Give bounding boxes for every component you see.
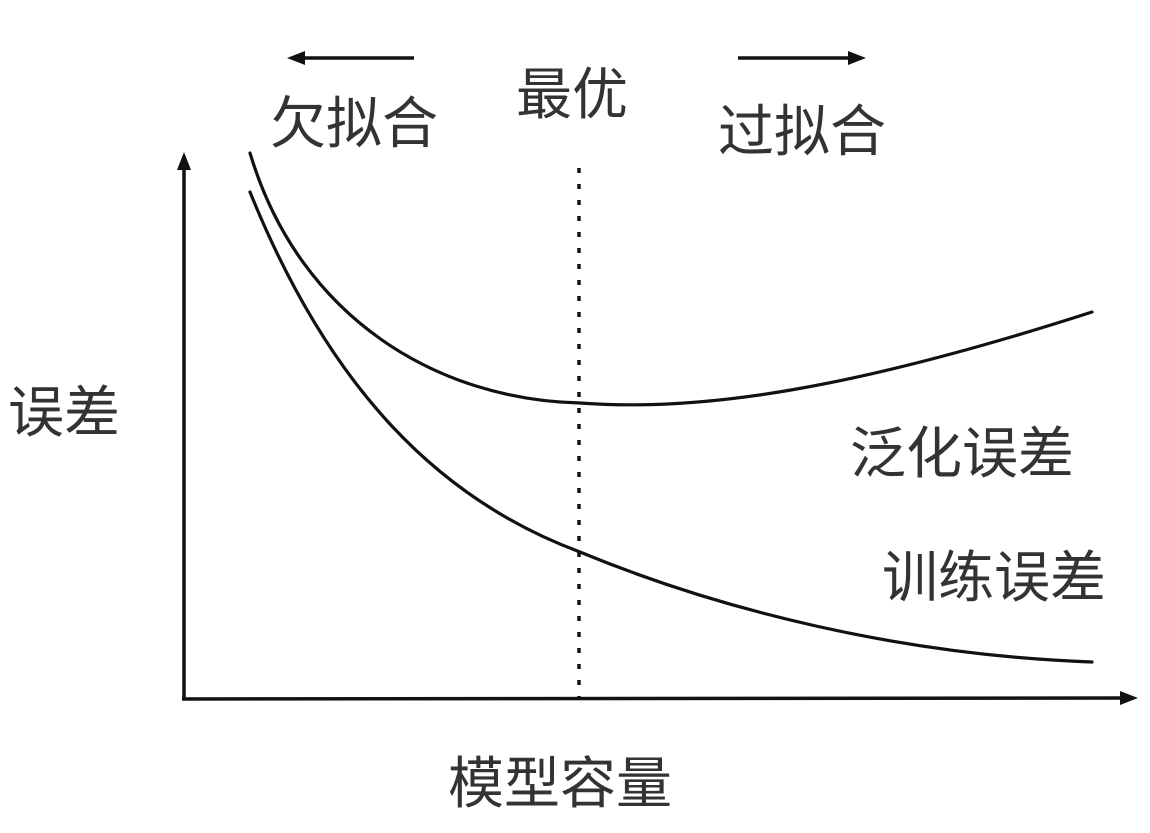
optimal-label: 最优	[516, 63, 628, 128]
generalization-error-curve	[248, 151, 1094, 407]
underfitting-arrowhead	[287, 51, 305, 65]
overfitting-arrowhead	[848, 51, 866, 65]
underfitting-label: 欠拟合	[270, 92, 438, 157]
y-axis-label: 误差	[8, 381, 120, 446]
x-axis	[181, 696, 1127, 701]
y-axis-arrowhead	[177, 152, 191, 170]
training-error-label: 训练误差	[882, 546, 1106, 611]
generalization-error-label: 泛化误差	[850, 422, 1074, 487]
x-axis-label: 模型容量	[448, 752, 672, 817]
x-axis-arrowhead	[1120, 691, 1138, 705]
training-error-curve	[248, 190, 1094, 664]
overfitting-label: 过拟合	[718, 100, 886, 165]
